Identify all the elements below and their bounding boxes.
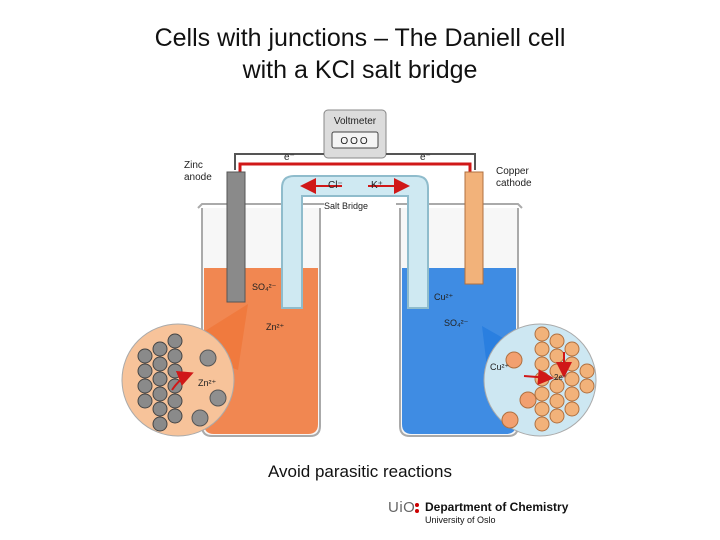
copper-atom <box>579 378 595 394</box>
daniell-cell-diagram: Voltmeter OOO e⁻ e⁻ Cl⁻ K⁺ Salt Bridge Z… <box>121 109 597 437</box>
zoom-left-ion-label: Zn²⁺ <box>198 378 217 388</box>
slide-title-line-2: with a KCl salt bridge <box>242 56 478 84</box>
copper-atom <box>534 371 550 387</box>
copper-atom <box>534 341 550 357</box>
voltmeter: Voltmeter OOO <box>323 109 387 159</box>
slide-caption: Avoid parasitic reactions <box>268 462 452 481</box>
copper-atom <box>564 356 580 372</box>
zinc-lattice <box>137 333 183 432</box>
zinc-atom <box>167 408 183 424</box>
zinc-atom <box>167 333 183 349</box>
copper-cathode-label-line-2: cathode <box>496 178 532 189</box>
zinc-atom <box>167 348 183 364</box>
electron-label-right: e⁻ <box>420 152 431 163</box>
zinc-atom <box>152 341 168 357</box>
copper-atom <box>534 386 550 402</box>
zinc-atom <box>152 356 168 372</box>
zinc-atom <box>167 393 183 409</box>
zinc-atom <box>152 371 168 387</box>
copper-cathode-label-line-1: Copper <box>496 166 529 177</box>
chloride-label: Cl⁻ <box>328 180 343 191</box>
zinc-atom <box>137 378 153 394</box>
salt-bridge <box>281 175 429 309</box>
zinc-atom <box>152 401 168 417</box>
copper-deposition-arrow <box>523 369 554 386</box>
zoom-right-electrons-label: 2e⁻ <box>554 373 567 382</box>
uio-logo-dots <box>415 503 419 513</box>
zinc-atom <box>137 393 153 409</box>
copper-atom <box>579 363 595 379</box>
zinc-ion <box>199 349 217 367</box>
right-copper-ion-label: Cu²⁺ <box>434 292 454 302</box>
zinc-atom <box>167 363 183 379</box>
zinc-atom <box>137 348 153 364</box>
copper-atom <box>564 386 580 402</box>
copper-atom <box>549 333 565 349</box>
copper-atom <box>534 401 550 417</box>
voltmeter-label: Voltmeter <box>334 116 377 127</box>
copper-atom <box>534 416 550 432</box>
copper-lattice <box>534 326 595 432</box>
copper-atom <box>564 401 580 417</box>
zoom-right-ion-label: Cu²⁺ <box>490 362 510 372</box>
copper-atom <box>534 326 550 342</box>
zinc-ion <box>209 389 227 407</box>
zinc-anode-label-line-1: Zinc <box>184 160 203 171</box>
left-zinc-ion-label: Zn²⁺ <box>266 322 285 332</box>
copper-atom <box>534 356 550 372</box>
zinc-electrode <box>226 171 246 303</box>
zinc-atom <box>137 363 153 379</box>
copper-ion <box>505 351 523 369</box>
copper-ion <box>519 391 537 409</box>
electron-label-left: e⁻ <box>284 152 295 163</box>
copper-atom <box>564 341 580 357</box>
right-sulfate-label: SO₄²⁻ <box>444 318 469 328</box>
university-name: University of Oslo <box>425 515 496 525</box>
voltmeter-display: OOO <box>340 136 369 147</box>
copper-electrode <box>464 171 484 285</box>
potassium-label: K⁺ <box>371 180 383 191</box>
uio-logo: UiO <box>388 499 416 516</box>
external-wire <box>234 153 476 170</box>
zinc-anode-label-line-2: anode <box>184 172 212 183</box>
zinc-ion <box>191 409 209 427</box>
slide-title-line-1: Cells with junctions – The Daniell cell <box>154 24 566 52</box>
zinc-atom <box>152 386 168 402</box>
zinc-dissolution-arrow <box>171 371 194 391</box>
copper-atom <box>549 348 565 364</box>
copper-atom <box>549 393 565 409</box>
copper-atom <box>549 408 565 424</box>
zinc-atom <box>152 416 168 432</box>
department-name: Department of Chemistry <box>425 500 569 514</box>
salt-bridge-label: Salt Bridge <box>324 201 368 211</box>
copper-ion <box>501 411 519 429</box>
left-sulfate-label: SO₄²⁻ <box>252 282 277 292</box>
